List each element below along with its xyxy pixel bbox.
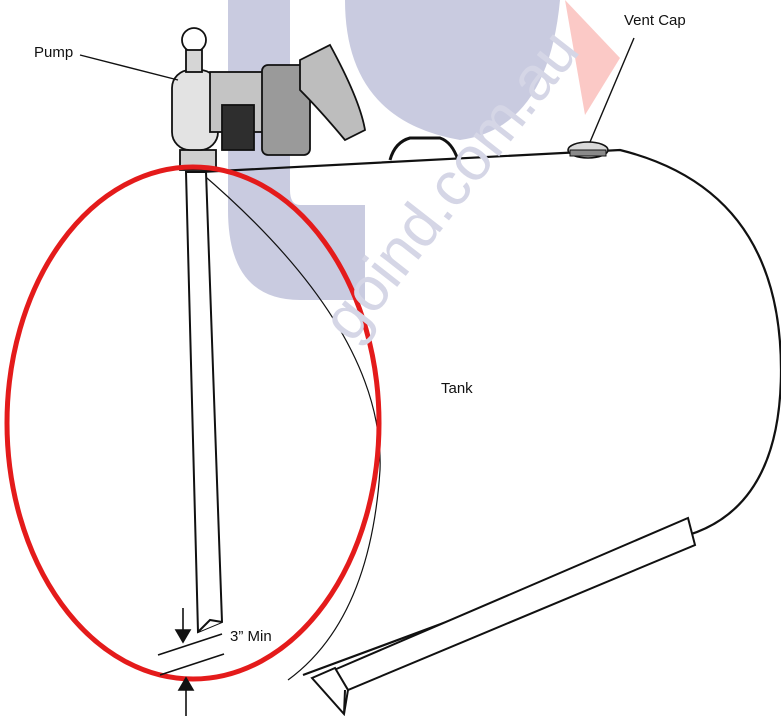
clearance-label: 3” Min [230,628,272,645]
pump-motor-end [261,64,311,156]
pump-inlet [181,27,207,53]
tube-body [184,171,224,634]
vent-cap-label: Vent Cap [624,12,686,29]
pump-handle [299,43,366,142]
dimension-line-bottom [159,653,225,676]
saddle-edge [343,689,346,715]
arrow-up-head [177,676,195,691]
lift-lug [388,136,460,161]
vent-cap [567,141,609,159]
pump-label: Pump [34,44,74,61]
arrow-down-head [174,629,192,644]
tube-tip [197,618,223,633]
tank-label: Tank [441,380,473,397]
tank-front-edge [199,171,381,681]
dimension-line-top [157,633,223,656]
highlight-ring [4,164,382,682]
pump-label-plate [221,104,255,151]
leader-lines [79,37,635,143]
clearance-dimension [157,608,225,716]
saddle-rail [332,516,697,692]
watermark-arrow-shape [565,0,620,115]
pump [171,27,366,171]
pump-neck [185,49,203,73]
vent-cap-leader [589,37,635,143]
saddle-foot [310,666,350,716]
watermark-o-shape [345,0,560,140]
suction-tube [184,171,224,634]
pump-leader [79,54,179,81]
tank-saddle [310,516,697,716]
